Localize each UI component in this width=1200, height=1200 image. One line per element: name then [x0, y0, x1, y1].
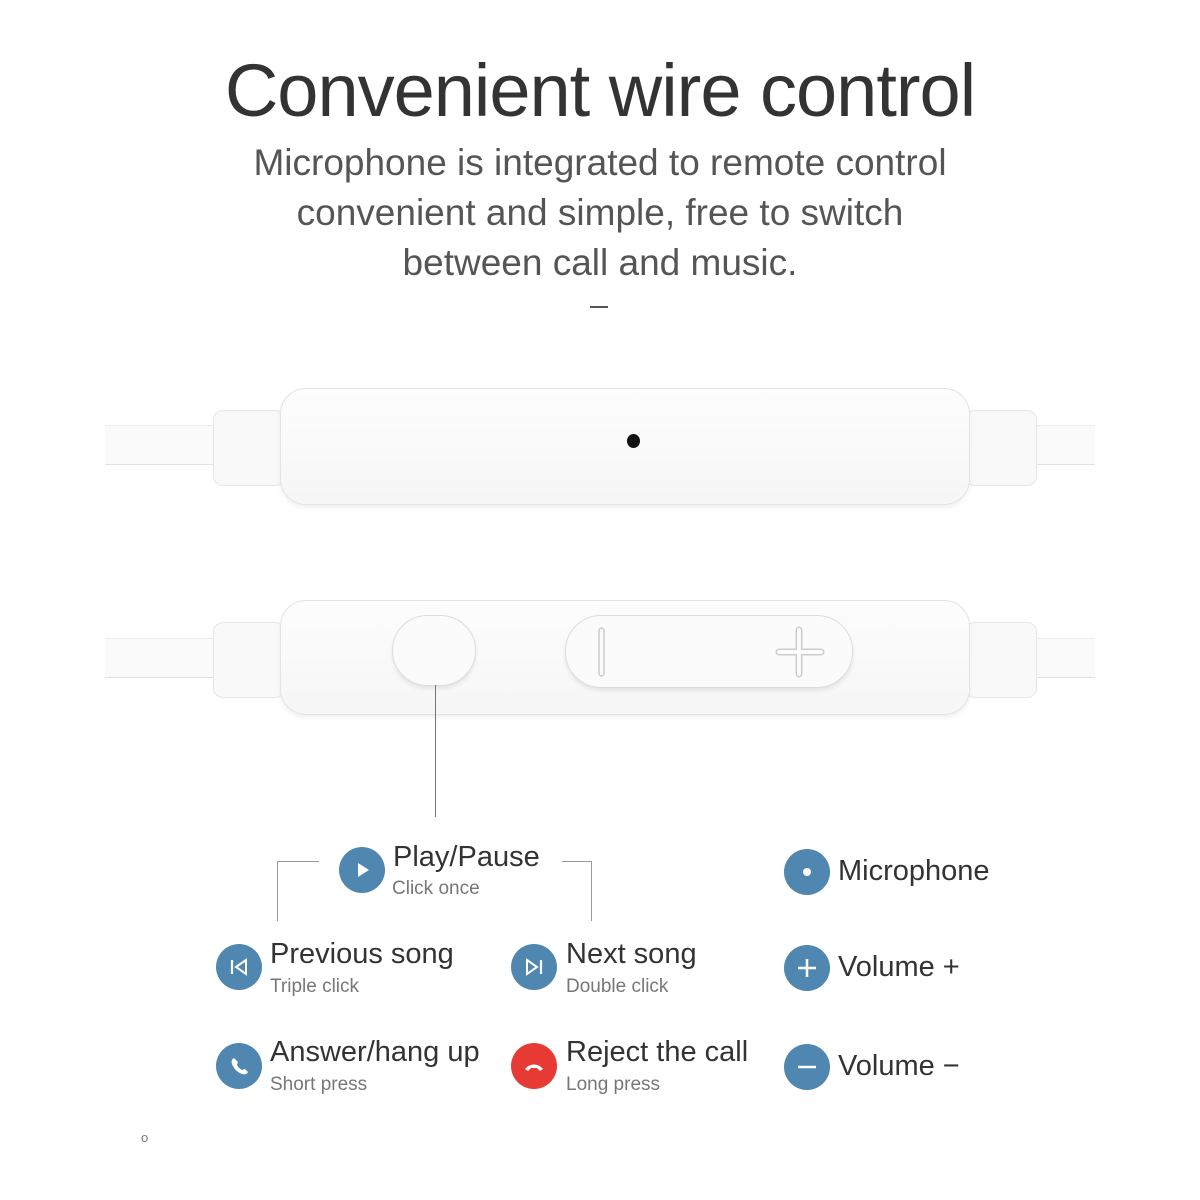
microphone-hole: [627, 434, 640, 448]
subtitle-line: Microphone is integrated to remote contr…: [253, 142, 947, 183]
subtitle-line: between call and music.: [402, 242, 798, 283]
legend-action: Long press: [566, 1074, 661, 1095]
legend-reject: [511, 1043, 557, 1089]
divider: [590, 306, 608, 308]
minus-icon: [784, 1044, 830, 1090]
collar: [965, 622, 1037, 698]
legend-label: Volume −: [838, 1050, 960, 1082]
legend-label: Next song: [566, 938, 697, 970]
legend-action: Double click: [566, 976, 669, 997]
legend-microphone: [784, 849, 830, 895]
play-icon: [339, 847, 385, 893]
legend-label: Play/Pause: [393, 841, 540, 873]
legend-action: Triple click: [270, 976, 360, 997]
pointer-line: [435, 685, 436, 817]
legend-label: Previous song: [270, 938, 454, 970]
legend-label: Microphone: [838, 855, 990, 887]
previous-icon: [216, 944, 262, 990]
microphone-dot-icon: [784, 849, 830, 895]
volume-rocker-marks: [598, 626, 825, 678]
bracket-line: [591, 861, 592, 921]
corner-mark: o: [141, 1130, 149, 1145]
legend-label: Volume +: [838, 951, 960, 983]
legend-previous: [216, 944, 262, 990]
legend-volume-up: [784, 945, 830, 991]
legend-next: [511, 944, 557, 990]
legend-label: Reject the call: [566, 1036, 749, 1068]
next-icon: [511, 944, 557, 990]
phone-icon: [216, 1043, 262, 1089]
plus-icon: [784, 945, 830, 991]
page-title: Convenient wire control: [224, 49, 976, 132]
play-pause-button[interactable]: [392, 615, 476, 686]
legend-answer: [216, 1043, 262, 1089]
collar: [213, 622, 285, 698]
collar: [965, 410, 1037, 486]
legend-volume-down: [784, 1044, 830, 1090]
hang-up-icon: [511, 1043, 557, 1089]
bracket-line: [277, 861, 278, 921]
volume-rocker[interactable]: [565, 615, 853, 688]
legend-action: Click once: [392, 878, 480, 899]
legend-play: [339, 847, 385, 893]
remote-body: [280, 388, 970, 505]
subtitle-line: convenient and simple, free to switch: [296, 192, 904, 233]
bracket-line: [277, 861, 319, 862]
legend-label: Answer/hang up: [270, 1036, 480, 1068]
collar: [213, 410, 285, 486]
legend-action: Short press: [270, 1074, 368, 1095]
bracket-line: [562, 861, 592, 862]
